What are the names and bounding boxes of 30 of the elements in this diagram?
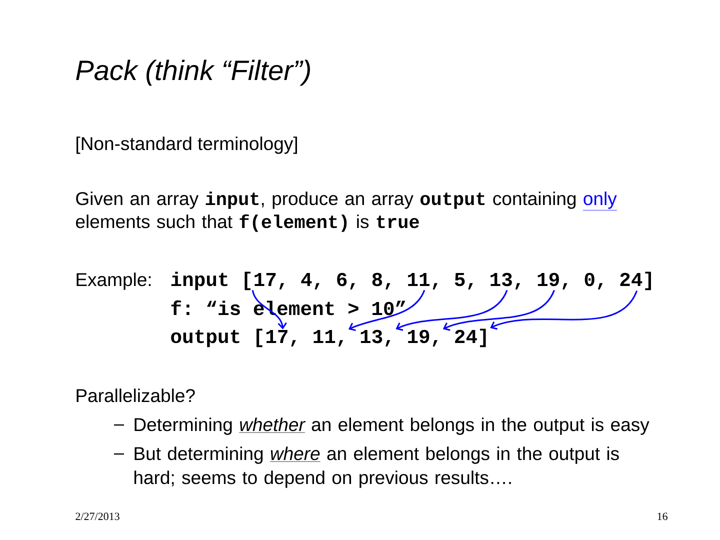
code-number: 6,: [337, 272, 355, 290]
date-text: 2/27/2013: [76, 512, 120, 520]
code-number: 19,: [538, 272, 568, 290]
slide-title: Pack (think “Filter”): [76, 60, 310, 86]
code-number: 8,: [372, 272, 390, 290]
code-number: 17,: [266, 330, 296, 346]
code-number: 11,: [314, 330, 344, 346]
code-number: 5,: [454, 273, 473, 290]
code-number: 13,: [490, 272, 520, 290]
bullet-text: Determining whether an element belongs in the output is easy: [134, 418, 650, 435]
code-text: input [: [171, 272, 250, 290]
code-number: 4,: [301, 273, 320, 290]
question-text: Parallelizable?: [76, 388, 195, 402]
bullet-text: But determining where an element belongs in the output is hard; seems to depend on previous results….: [134, 446, 619, 488]
code-number: 19,: [408, 330, 438, 346]
code-text: output [: [171, 328, 262, 348]
arrow: [396, 290, 508, 331]
arrow: [490, 290, 638, 330]
code-number: 17,: [254, 273, 284, 290]
page-number: 16: [658, 512, 668, 520]
code-number: 24]: [455, 328, 486, 348]
code-number: 11,: [408, 273, 438, 290]
paragraph-text: Given an array input, produce an array output containing only elements such that f(element) is true: [76, 192, 618, 232]
note-text: [Non-standard terminology]: [76, 136, 297, 154]
arrow: [348, 290, 426, 332]
code-number: 13,: [360, 330, 390, 346]
code-number: 24]: [620, 272, 651, 290]
code-number: 0,: [584, 272, 603, 290]
example-label: Example:: [76, 272, 151, 290]
arrow: [442, 290, 555, 331]
